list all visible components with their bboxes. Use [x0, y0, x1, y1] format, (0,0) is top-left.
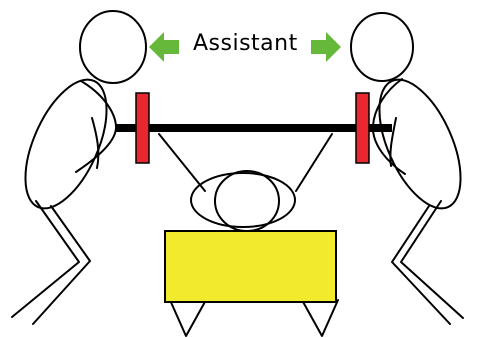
left-weight-plate	[135, 92, 150, 164]
lifter-torso	[190, 172, 296, 228]
lifter-head	[214, 170, 280, 232]
left-assistant-arm-inner	[91, 117, 100, 169]
right-assistant-head	[350, 12, 414, 82]
left-assistant-legs	[11, 200, 91, 325]
left-assistant-head	[79, 10, 147, 84]
right-assistant-torso	[378, 78, 462, 210]
barbell-bar	[116, 124, 392, 132]
right-weight-plate	[355, 92, 370, 164]
left-assistant-torso	[24, 78, 108, 210]
arrow-right-icon	[311, 32, 341, 62]
assistant-label: Assistant	[193, 31, 298, 56]
right-assistant-legs	[391, 200, 464, 325]
left-assistant-figure	[11, 10, 147, 325]
left-assistant-arm	[75, 80, 118, 173]
lifter-arms	[158, 133, 333, 192]
right-assistant-figure	[350, 12, 464, 325]
bench	[164, 230, 337, 303]
right-assistant-arm-inner	[389, 117, 397, 167]
arrow-left-icon	[149, 32, 179, 62]
lifter-legs	[169, 299, 339, 337]
lifter-figure	[158, 133, 339, 337]
barbell	[116, 92, 392, 164]
